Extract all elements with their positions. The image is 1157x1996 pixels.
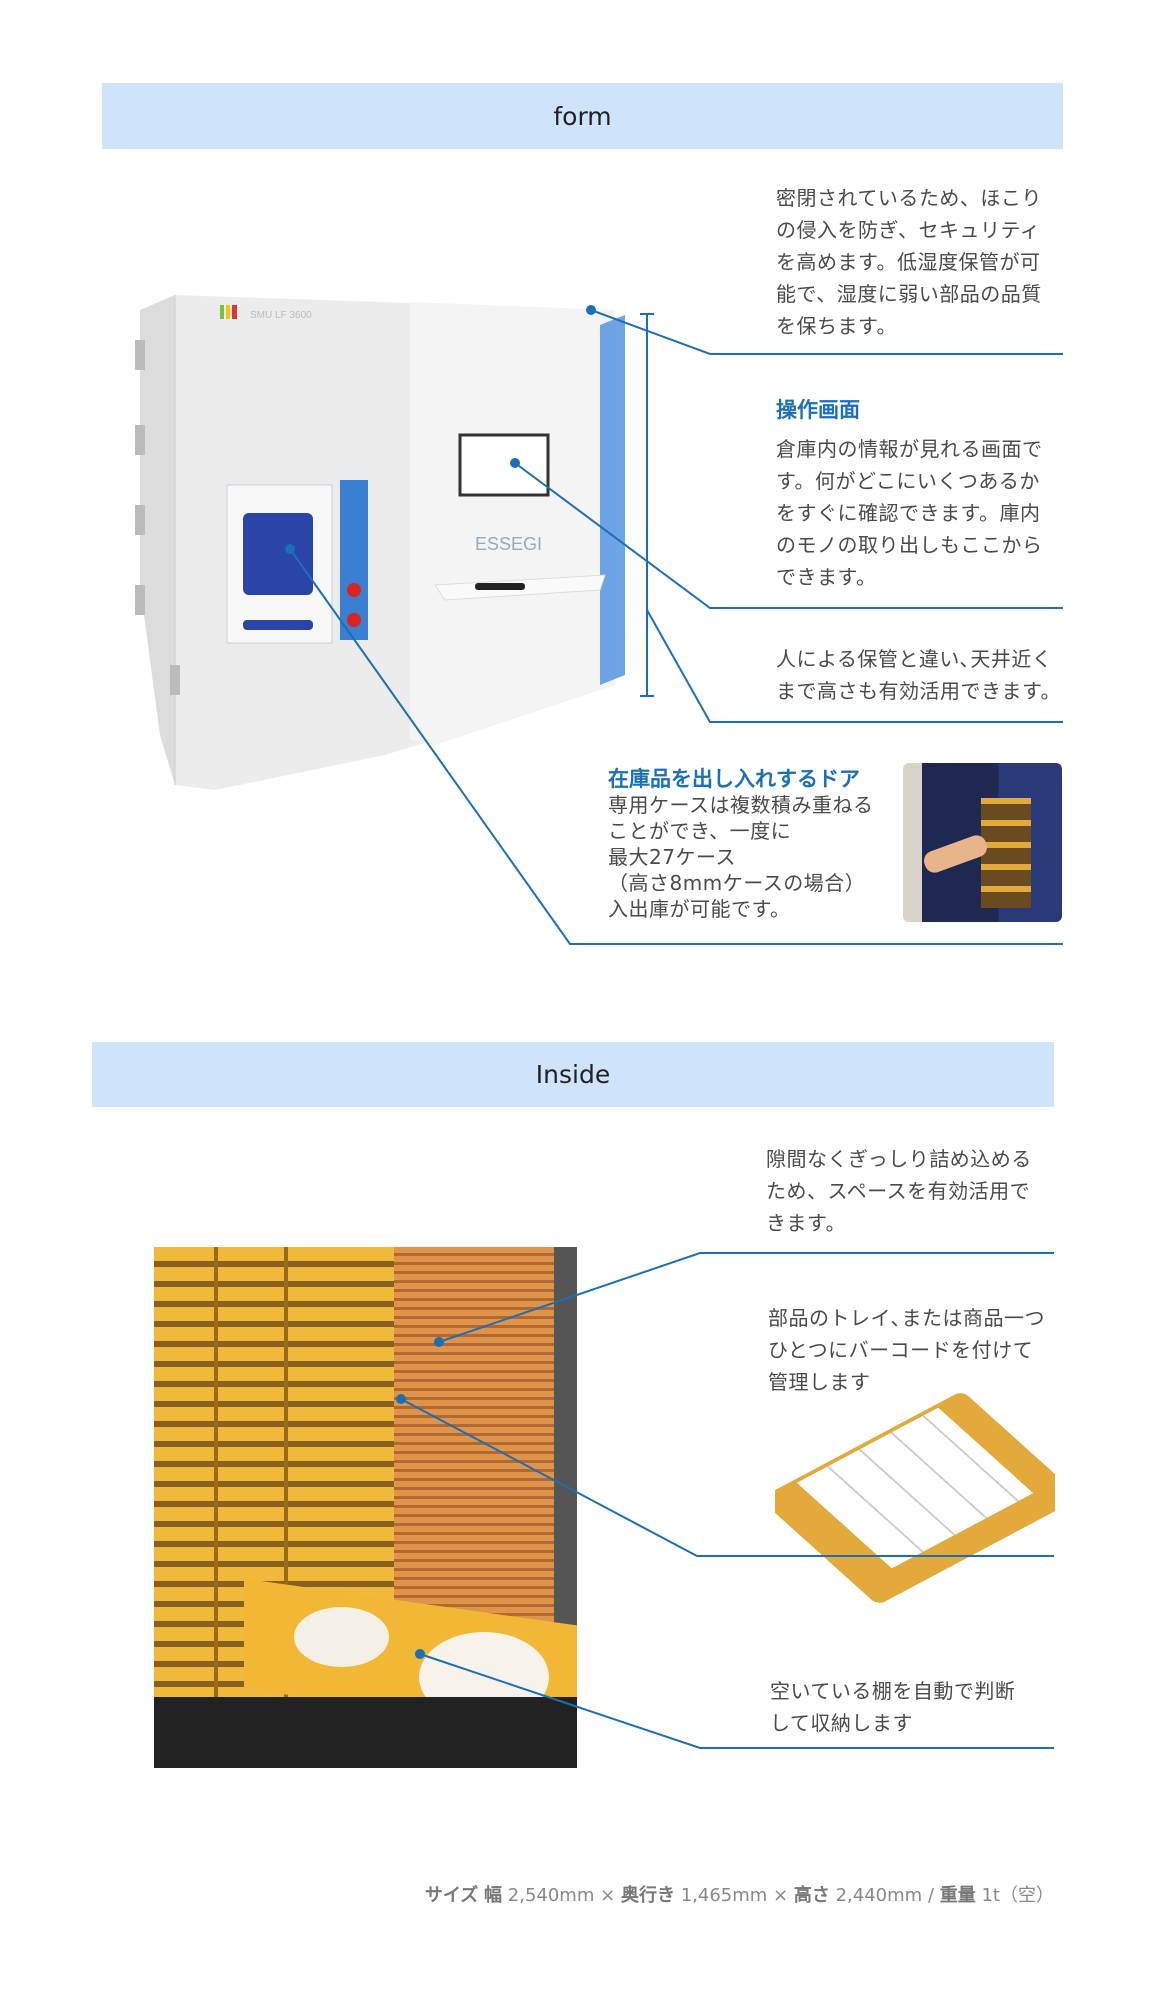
text-line: 空いている棚を自動で判断 (770, 1679, 1016, 1703)
text-line: 人による保管と違い､天井近く (776, 647, 1053, 671)
door-description: 専用ケースは複数積み重ねることができ、一度に最大27ケース（高さ8mmケースの場… (608, 792, 874, 922)
text-line: 高さ (793, 1885, 830, 1906)
auto-storage-description: 空いている棚を自動で判断して収納します (770, 1675, 1015, 1739)
text-line: をすぐに確認できます。庫内 (776, 501, 1041, 525)
text-line: 幅 (484, 1885, 503, 1906)
text-line: （高さ8mmケースの場合） (608, 871, 866, 895)
text-line: 重量 (939, 1885, 976, 1906)
text-line: の侵入を防ぎ、セキュリティ (776, 218, 1041, 242)
text-line: 隙間なくぎっしり詰め込める (766, 1147, 1032, 1171)
tray-photo (775, 1383, 1055, 1628)
inside-shelves-photo (154, 1247, 577, 1768)
text-line: 2,540mm (507, 1885, 595, 1906)
text-line: 最大27ケース (608, 845, 736, 869)
text-line: サイズ (424, 1885, 479, 1906)
text-line: す。何がどこにいくつあるか (776, 469, 1040, 493)
text-line: できます。 (776, 565, 877, 589)
text-line: 1t（空） (981, 1885, 1054, 1906)
inside-section-title: Inside (535, 1060, 611, 1089)
door-heading: 在庫品を出し入れするドア (608, 767, 860, 791)
form-section-header: form (102, 83, 1063, 149)
text-line: × (773, 1885, 789, 1906)
barcode-description: 部品のトレイ､または商品一つひとつにバーコードを付けて管理します (768, 1302, 1045, 1398)
storage-machine-image: SMU LF 3600 ESSEGI (135, 295, 625, 790)
spec-line: サイズ 幅 2,540mm × 奥行き 1,465mm × 高さ 2,440mm… (425, 1881, 1054, 1907)
text-line: 1,465mm (680, 1885, 768, 1906)
form-section-title: form (553, 101, 612, 131)
text-line: ため、スペースを有効活用で (766, 1179, 1031, 1203)
height-description: 人による保管と違い､天井近くまで高さも有効活用できます。 (776, 643, 1061, 707)
text-line: 奥行き (620, 1885, 675, 1906)
text-line: 入出庫が可能です。 (608, 897, 791, 921)
text-line: / (927, 1885, 935, 1906)
text-line: × (600, 1885, 616, 1906)
text-line: 能で、湿度に弱い部品の品質 (776, 282, 1042, 306)
text-line: 部品のトレイ､または商品一つ (768, 1306, 1045, 1330)
machine-brand-label: ESSEGI (475, 534, 542, 554)
text-line: 倉庫内の情報が見れる画面で (776, 437, 1043, 461)
text-line: まで高さも有効活用できます。 (776, 679, 1061, 703)
dense-storage-description: 隙間なくぎっしり詰め込めるため、スペースを有効活用できます。 (766, 1143, 1032, 1239)
text-line: を高めます。低湿度保管が可 (776, 250, 1041, 274)
text-line: を保ちます。 (776, 314, 897, 338)
text-line: ことができ、一度に (608, 819, 792, 843)
text-line: 密閉されているため、ほこり (776, 186, 1042, 210)
text-line: のモノの取り出しもここから (776, 533, 1043, 557)
door-photo (903, 763, 1062, 922)
screen-description: 倉庫内の情報が見れる画面です。何がどこにいくつあるかをすぐに確認できます。庫内の… (776, 433, 1043, 593)
screen-heading: 操作画面 (776, 398, 860, 422)
text-line: きます。 (766, 1211, 846, 1235)
text-line: 管理します (768, 1370, 871, 1394)
sealed-description: 密閉されているため、ほこりの侵入を防ぎ、セキュリティを高めます。低湿度保管が可能… (776, 182, 1042, 342)
inside-section-header: Inside (92, 1042, 1054, 1107)
text-line: 2,440mm (835, 1885, 923, 1906)
text-line: 専用ケースは複数積み重ねる (608, 793, 874, 817)
machine-model-label: SMU LF 3600 (250, 310, 312, 321)
text-line: して収納します (770, 1711, 913, 1735)
text-line: ひとつにバーコードを付けて (768, 1338, 1034, 1362)
